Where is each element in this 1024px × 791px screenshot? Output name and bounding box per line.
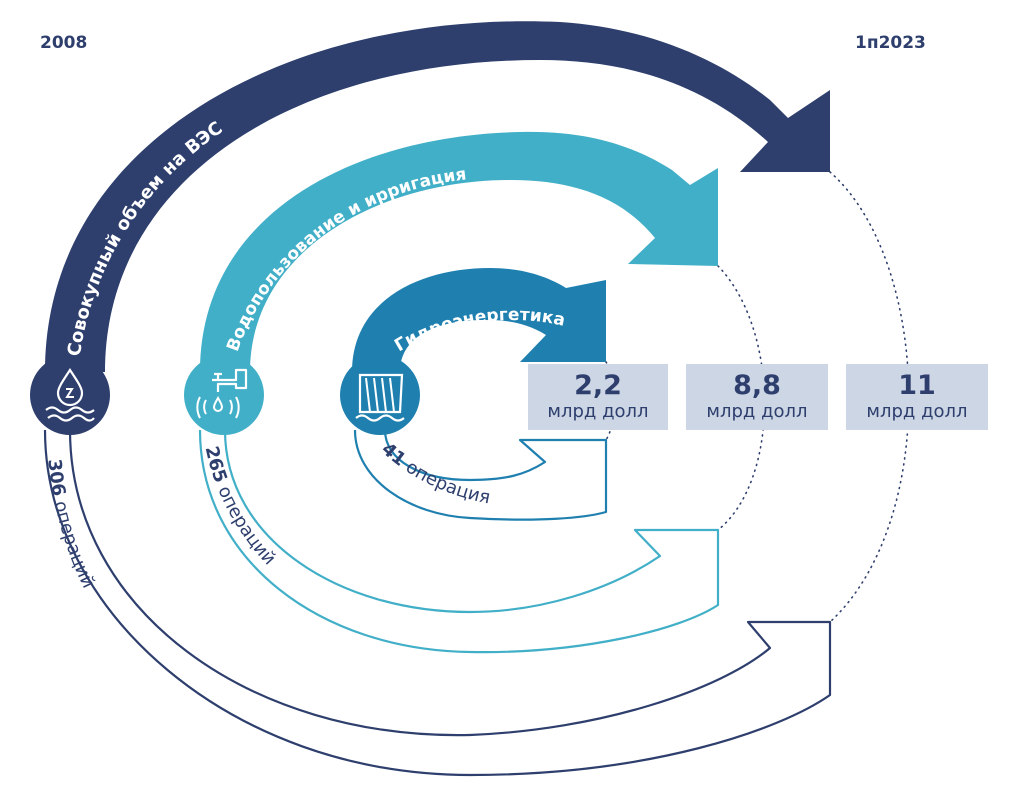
value-unit: млрд долл xyxy=(706,401,808,422)
value-box-hydro: 2,2 млрд долл xyxy=(528,364,668,430)
start-year: 2008 xyxy=(40,33,88,53)
middle-arc-band xyxy=(200,131,718,372)
outer-arc-band xyxy=(45,21,830,372)
middle-return-arc xyxy=(198,429,720,654)
value-unit: млрд долл xyxy=(866,401,968,422)
end-year: 1п2023 xyxy=(855,33,926,53)
value-amount: 11 xyxy=(898,370,936,401)
value-box-water: 8,8 млрд долл xyxy=(686,364,828,430)
outer-count-label: 306 операций xyxy=(43,458,99,592)
inner-return-arc xyxy=(353,429,608,521)
inner-count-label: 41 операция xyxy=(377,439,492,509)
outer-return-arc xyxy=(43,429,832,777)
value-amount: 2,2 xyxy=(574,370,622,401)
value-amount: 8,8 xyxy=(733,370,781,401)
value-unit: млрд долл xyxy=(547,401,649,422)
water-tap-icon xyxy=(184,355,264,435)
inner-arc-band xyxy=(352,268,606,372)
value-box-total: 11 млрд долл xyxy=(846,364,988,430)
middle-dotted-guide xyxy=(717,265,766,531)
water-drop-waves-icon xyxy=(30,355,110,435)
hydro-dam-icon xyxy=(340,355,420,435)
